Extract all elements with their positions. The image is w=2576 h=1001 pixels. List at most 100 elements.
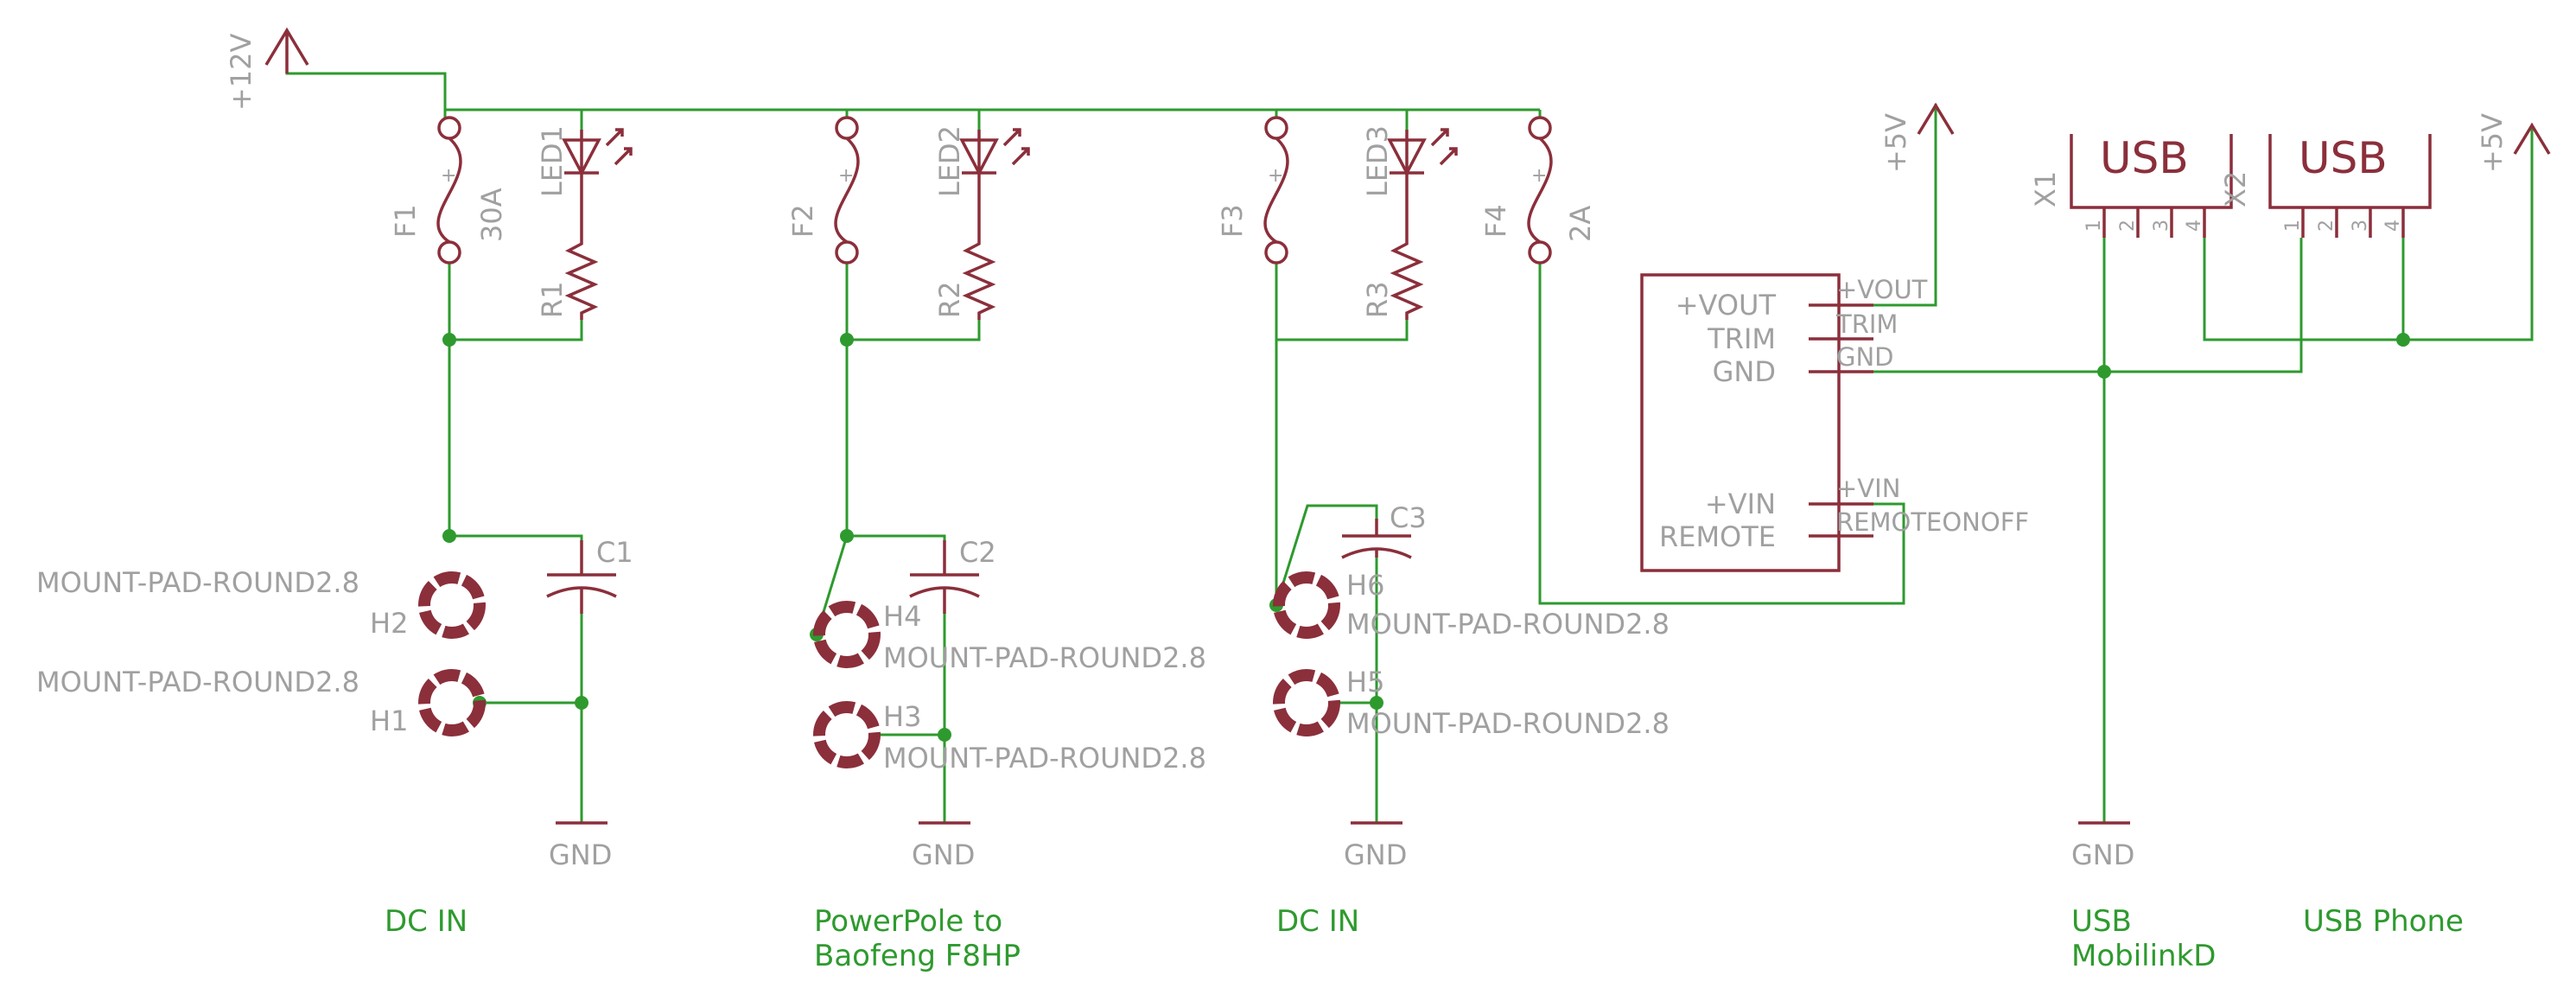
junction-dot (575, 696, 588, 710)
usb-x2-body (2268, 134, 2432, 238)
fuse-f1-value: 30A (475, 188, 508, 242)
regulator-pin-vout: +VOUT (1676, 289, 1777, 322)
mount-pad-h2-value: MOUNT-PAD-ROUND2.8 (36, 566, 359, 599)
regulator-net-gnd: GND (1836, 342, 1894, 372)
mount-pad-h5 (1273, 669, 1340, 736)
supply-5v-symbol (1917, 102, 1955, 135)
labels: +12V +5V +5V GND GND GND GND F1 30A F2 F… (36, 33, 2509, 973)
regulator-net-vin: +VIN (1836, 474, 1900, 503)
led3-symbol (1387, 128, 1458, 194)
note-usb-mobilink-1: USB (2071, 904, 2132, 939)
usb-x1-label: USB (2100, 133, 2189, 183)
usb-x1-pin-4: 4 (2184, 220, 2205, 232)
wire-b1-r1 (449, 320, 583, 341)
junction-dot (442, 333, 456, 347)
fuse-f1-name: F1 (389, 204, 422, 238)
fuse-f4-symbol (1527, 116, 1553, 265)
net-label-gnd: GND (912, 838, 975, 871)
usb-x1-body (2070, 134, 2233, 238)
wire-x1-pin4-5v (2203, 125, 2534, 341)
resistor-r2-name: R2 (933, 281, 966, 318)
capacitor-c3-name: C3 (1390, 501, 1427, 534)
mount-pad-h4-value: MOUNT-PAD-ROUND2.8 (883, 641, 1206, 674)
note-dc-in: DC IN (385, 904, 467, 939)
mount-pads (418, 571, 1340, 768)
net-label-gnd: GND (2071, 838, 2134, 871)
resistor-r3-symbol (1390, 194, 1424, 320)
usb-x2-name: X2 (2219, 171, 2252, 207)
net-label-gnd: GND (1344, 838, 1407, 871)
fuse-plus-mark: + (1268, 165, 1283, 187)
fuse-f4-value: 2A (1564, 206, 1597, 242)
mount-pad-h6-name: H6 (1346, 569, 1384, 602)
usb-x1-name: X1 (2029, 171, 2062, 207)
fuse-f3-symbol (1263, 116, 1289, 265)
led1-name: LED1 (536, 125, 569, 197)
wire-x1-gnd-junction (2104, 238, 2303, 373)
wire-b3-c3 (1275, 504, 1378, 606)
wire-b2-r2 (847, 320, 981, 341)
regulator-pin-gnd: GND (1713, 355, 1776, 388)
net-label-gnd: GND (549, 838, 612, 871)
wires (285, 43, 2534, 823)
wire-b1-vertical (448, 264, 583, 540)
usb-x2-label: USB (2299, 133, 2388, 183)
mount-pad-h1-name: H1 (370, 705, 408, 737)
resistor-r1-symbol (564, 194, 599, 320)
regulator-body (1640, 273, 1841, 572)
led3-name: LED3 (1361, 125, 1394, 197)
regulator-net-remote: REMOTEONOFF (1836, 507, 2029, 537)
mount-pad-h4-name: H4 (883, 600, 921, 633)
mount-pad-h3 (813, 701, 881, 768)
wire-b3-r3 (1276, 320, 1409, 341)
regulator-pin-trim: TRIM (1707, 322, 1776, 355)
fuse-f2-symbol (834, 116, 860, 265)
net-label-5v-b: +5V (2476, 113, 2509, 173)
resistor-r1-name: R1 (536, 281, 569, 318)
junction-dot (938, 728, 951, 742)
junction-dot (1370, 696, 1383, 710)
note-usb-mobilink-2: MobilinkD (2071, 939, 2216, 973)
note-dc-in: DC IN (1276, 904, 1359, 939)
supply-12v-symbol (264, 27, 309, 73)
junction-dot (2097, 365, 2111, 379)
mount-pad-h5-name: H5 (1346, 666, 1384, 698)
mount-pad-h6 (1273, 571, 1340, 639)
regulator-pin-vin: +VIN (1705, 488, 1776, 520)
fuse-plus-mark: + (441, 165, 456, 187)
usb-x2-pin-4: 4 (2382, 220, 2404, 232)
mount-pad-h1-value: MOUNT-PAD-ROUND2.8 (36, 666, 359, 698)
resistor-r2-symbol (962, 194, 996, 320)
fuse-f1-symbol (436, 116, 462, 265)
fuse-f2-name: F2 (786, 204, 819, 238)
junctions (442, 333, 2410, 742)
usb-x2-pin-3: 3 (2350, 220, 2371, 232)
net-label-12v: +12V (225, 33, 258, 111)
components (264, 27, 2551, 825)
capacitor-c1-symbol (546, 540, 617, 614)
usb-x1-pin-1: 1 (2083, 220, 2105, 232)
capacitor-c2-name: C2 (959, 536, 996, 569)
mount-pad-h2 (418, 571, 486, 639)
supply-5v-symbol (2513, 122, 2551, 155)
led2-symbol (959, 128, 1030, 194)
mount-pad-h3-name: H3 (883, 700, 921, 733)
wire-b2-vertical (845, 264, 946, 540)
usb-x2-pin-2: 2 (2316, 220, 2337, 232)
usb-x1-pin-2: 2 (2117, 220, 2139, 232)
junction-dot (840, 333, 854, 347)
regulator-net-trim: TRIM (1835, 309, 1898, 339)
junction-dot (442, 529, 456, 543)
junction-dot (840, 529, 854, 543)
regulator-pin-remote: REMOTE (1659, 520, 1776, 553)
capacitor-c3-symbol (1341, 519, 1412, 559)
capacitor-c1-name: C1 (596, 536, 633, 569)
fuse-f4-name: F4 (1479, 204, 1512, 238)
mount-pad-h2-name: H2 (370, 607, 408, 640)
note-usb-phone: USB Phone (2303, 904, 2464, 939)
fuse-plus-mark: + (1531, 165, 1547, 187)
note-powerpole-2: Baofeng F8HP (814, 939, 1021, 973)
fuse-plus-mark: + (838, 165, 854, 187)
net-label-5v-a: +5V (1880, 113, 1912, 173)
